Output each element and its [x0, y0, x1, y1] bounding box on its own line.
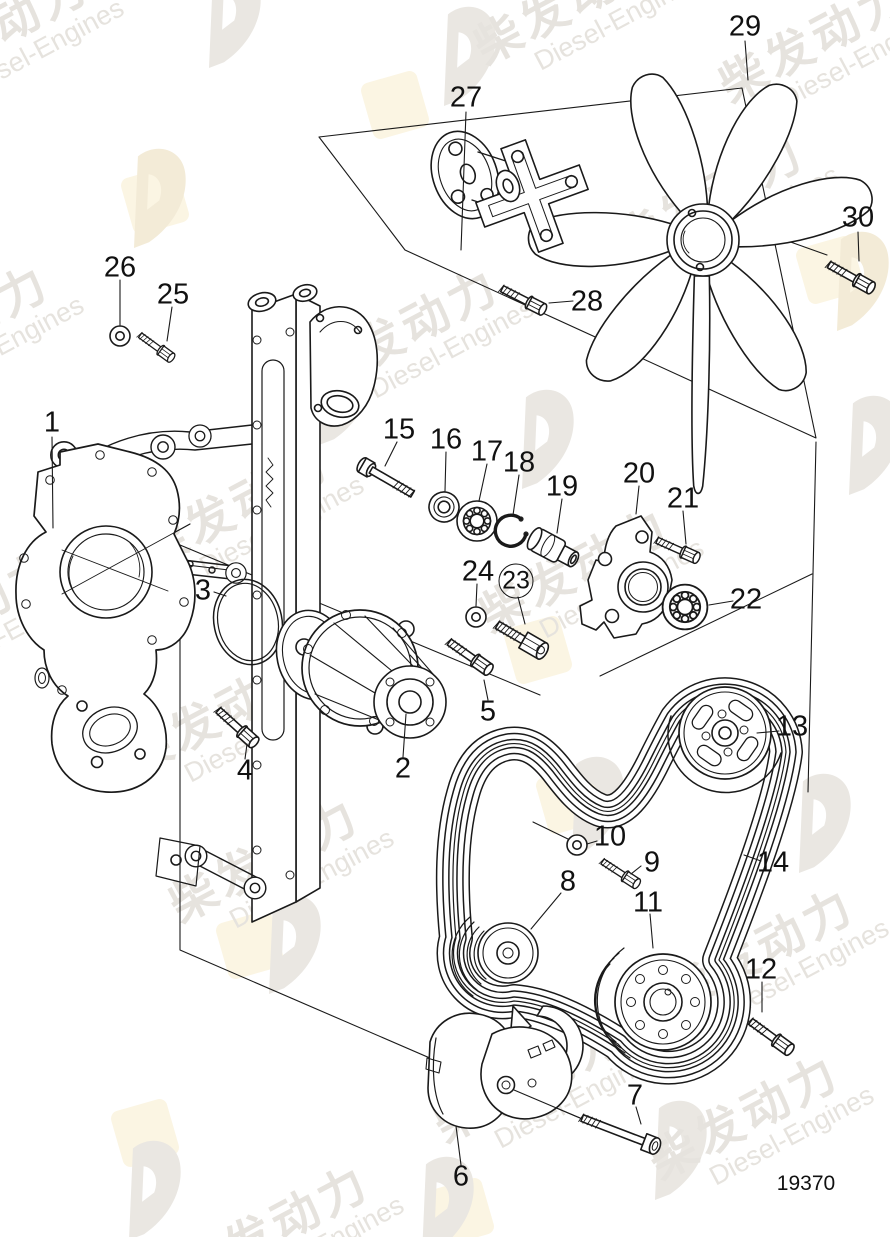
callout-27: 27 [449, 81, 483, 114]
o-ring [212, 578, 284, 666]
callout-7: 7 [626, 1079, 644, 1112]
bolt-15 [356, 456, 416, 498]
callout-1: 1 [43, 406, 61, 439]
callout-3: 3 [194, 574, 212, 607]
water-pump [275, 609, 447, 739]
leader-lines [51, 40, 860, 1166]
callout-26: 26 [103, 251, 137, 284]
callout-28: 28 [570, 285, 604, 318]
callout-19: 19 [545, 470, 579, 503]
callout-15: 15 [382, 413, 416, 446]
callout-16: 16 [429, 423, 463, 456]
snap-ring-18 [493, 513, 529, 548]
callout-23: 23 [498, 563, 534, 599]
callout-30: 30 [841, 201, 875, 234]
thermostat-housing [309, 306, 379, 427]
callout-18: 18 [502, 446, 536, 479]
idler-pulley [451, 916, 539, 997]
callout-10: 10 [593, 820, 627, 853]
callout-6: 6 [452, 1160, 470, 1193]
callout-12: 12 [744, 953, 778, 986]
bolt-23 [492, 620, 550, 660]
idler-hardware-row [356, 456, 580, 660]
fan [526, 65, 879, 495]
callout-11: 11 [632, 886, 664, 919]
spacer-19 [526, 527, 580, 568]
callout-21: 21 [666, 482, 700, 515]
callout-22: 22 [729, 583, 763, 616]
belt-tensioner [425, 1005, 584, 1129]
callout-25: 25 [156, 278, 190, 311]
callout-2: 2 [394, 752, 412, 785]
callout-17: 17 [470, 435, 504, 468]
callout-20: 20 [622, 457, 656, 490]
callout-13: 13 [775, 710, 809, 743]
callout-4: 4 [236, 754, 254, 787]
timing-cover [15, 443, 196, 793]
drawing-number: 19370 [776, 1172, 836, 1195]
fan-hub [430, 130, 589, 253]
crankshaft-pulley [593, 947, 712, 1059]
callout-29: 29 [728, 10, 762, 43]
callout-8: 8 [559, 865, 577, 898]
mounting-plate [155, 283, 321, 923]
callout-14: 14 [756, 846, 790, 879]
washer-16 [428, 491, 460, 523]
fan-pulley [667, 686, 782, 794]
callout-5: 5 [479, 695, 497, 728]
idler-bracket [579, 515, 673, 639]
callout-9: 9 [643, 846, 661, 879]
callout-24: 24 [461, 555, 495, 588]
bolt-7 [578, 1113, 662, 1155]
